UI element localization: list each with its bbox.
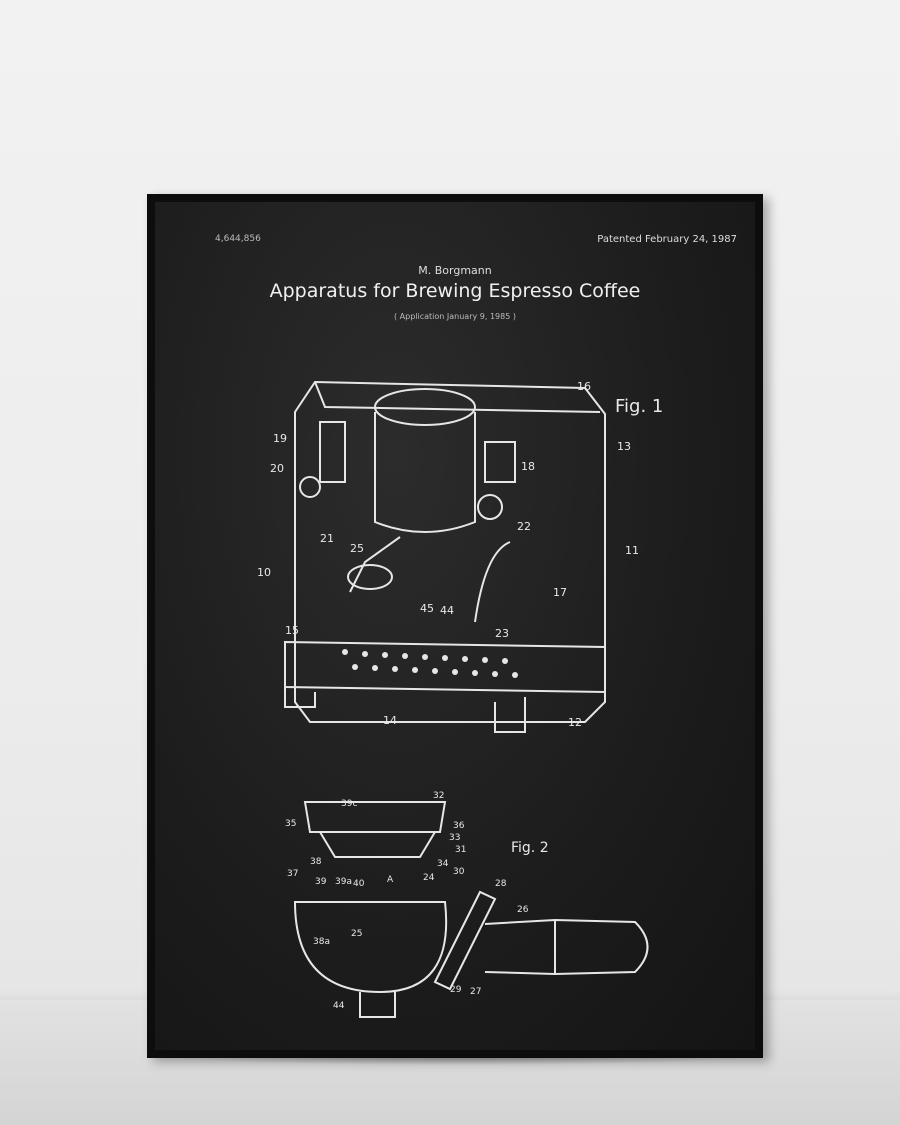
ref-label: 39 bbox=[315, 877, 327, 887]
ref-label: 14 bbox=[383, 714, 397, 727]
fig2-label: Fig. 2 bbox=[511, 840, 549, 856]
ref-label: 18 bbox=[521, 460, 535, 473]
ref-label: 25 bbox=[350, 542, 364, 555]
portafilter-drawing bbox=[293, 801, 649, 1018]
ref-label: 12 bbox=[568, 716, 582, 729]
application-date: ( Application January 9, 1985 ) bbox=[394, 312, 516, 321]
poster-frame: 4,644,856 Patented February 24, 1987 M. … bbox=[147, 194, 763, 1058]
ref-label: 17 bbox=[553, 586, 567, 599]
inventor: M. Borgmann bbox=[418, 264, 492, 277]
chalkboard-print: 4,644,856 Patented February 24, 1987 M. … bbox=[155, 202, 755, 1050]
ref-label: 20 bbox=[270, 462, 284, 475]
ref-label: A bbox=[387, 875, 394, 885]
poster-title: Apparatus for Brewing Espresso Coffee bbox=[269, 280, 641, 302]
ref-label: 27 bbox=[470, 987, 481, 997]
ref-label: 26 bbox=[517, 905, 529, 915]
patent-date: Patented February 24, 1987 bbox=[597, 234, 737, 245]
ref-label: 34 bbox=[437, 859, 449, 869]
ref-label: 39a bbox=[335, 877, 352, 887]
ref-label: 35 bbox=[285, 819, 296, 829]
ref-label: 30 bbox=[453, 867, 465, 877]
ref-label: 21 bbox=[320, 532, 334, 545]
ref-label: 29 bbox=[450, 985, 462, 995]
ref-label: 37 bbox=[287, 869, 298, 879]
ref-label: 32 bbox=[433, 791, 444, 801]
patent-drawings: Fig. 1 16 19 20 18 13 22 10 21 25 11 17 … bbox=[257, 380, 663, 1018]
espresso-machine-drawing bbox=[284, 380, 606, 733]
ref-label: 13 bbox=[617, 440, 631, 453]
fig1-label: Fig. 1 bbox=[615, 396, 663, 417]
ref-label: 44 bbox=[333, 1001, 345, 1011]
ref-label: 15 bbox=[285, 624, 299, 637]
ref-label: 16 bbox=[577, 380, 591, 393]
ref-label: 24 bbox=[423, 873, 435, 883]
patent-number: 4,644,856 bbox=[215, 234, 261, 244]
ref-label: 40 bbox=[353, 879, 365, 889]
ref-label: 31 bbox=[455, 845, 466, 855]
ref-label: 45 bbox=[420, 602, 434, 615]
ref-label: 28 bbox=[495, 879, 507, 889]
ref-label: 19 bbox=[273, 432, 287, 445]
ref-label: 38a bbox=[313, 937, 330, 947]
ref-label: 44 bbox=[440, 604, 454, 617]
ref-label: 11 bbox=[625, 544, 639, 557]
ref-label: 36 bbox=[453, 821, 465, 831]
ref-label: 22 bbox=[517, 520, 531, 533]
ref-label: 39c bbox=[341, 799, 357, 809]
ref-label: 33 bbox=[449, 833, 460, 843]
ref-label: 23 bbox=[495, 627, 509, 640]
ref-label: 38 bbox=[310, 857, 322, 867]
ref-label: 25 bbox=[351, 929, 362, 939]
ref-label: 10 bbox=[257, 566, 271, 579]
